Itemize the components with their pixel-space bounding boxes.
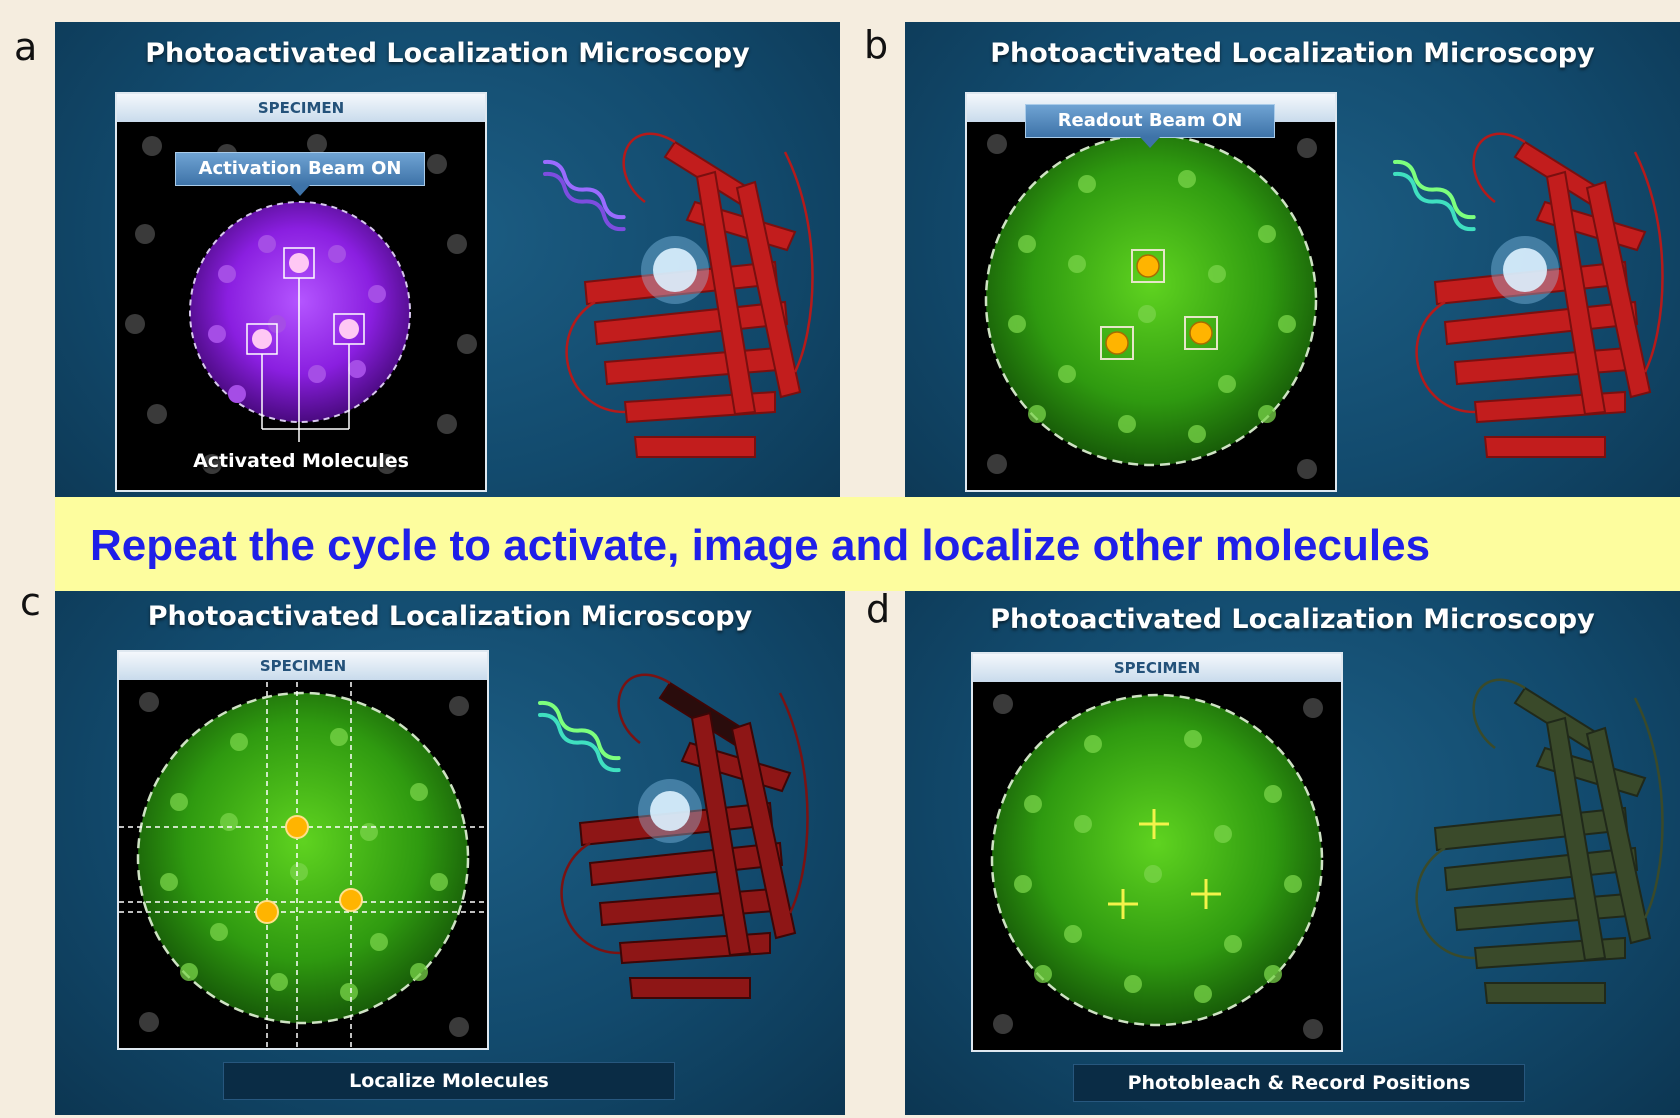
specimen-window: SPECIMEN: [115, 92, 487, 492]
protein-structure: [543, 132, 814, 458]
panel-title: Photoactivated Localization Microscopy: [990, 38, 1595, 69]
specimen-header: SPECIMEN: [119, 652, 487, 680]
specimen-field: Activation Beam ON Activated Molecules: [117, 124, 485, 490]
activation-beam-spot: [190, 202, 410, 422]
activated-molecules-label: Activated Molecules: [193, 450, 409, 472]
panel-b: Photoactivated Localization Microscopy: [905, 22, 1680, 552]
specimen-window: SPECIMEN: [117, 650, 489, 1050]
panel-title: Photoactivated Localization Microscopy: [990, 604, 1595, 635]
banner-text: Repeat the cycle to activate, image and …: [90, 521, 1431, 570]
activated-molecule-markers: [246, 247, 365, 442]
panel-letter-c: c: [20, 580, 41, 624]
specimen-header: SPECIMEN: [973, 654, 1341, 682]
specimen-window: SPECIMEN: [971, 652, 1343, 1052]
panel-letter-d: d: [866, 587, 891, 631]
recorded-position-markers: [1108, 809, 1221, 919]
panel-c: Photoactivated Localization Microscopy S…: [55, 585, 845, 1115]
specimen-field: [973, 684, 1341, 1050]
inactive-molecules: [125, 134, 477, 474]
specimen-window: Readout Beam ON: [965, 92, 1337, 492]
localize-caption: Localize Molecules: [223, 1062, 675, 1100]
specimen-field: [119, 682, 487, 1048]
panel-d: Photoactivated Localization Microscopy S…: [905, 588, 1680, 1115]
panel-letter-b: b: [864, 23, 889, 67]
photobleach-caption: Photobleach & Record Positions: [1073, 1064, 1525, 1102]
panel-a: Photoactivated Localization Microscopy S…: [55, 22, 840, 552]
protein-structure-faded: [1415, 678, 1664, 1004]
protein-structure: [538, 673, 809, 999]
panel-letter-a: a: [14, 25, 38, 69]
panel-title: Photoactivated Localization Microscopy: [145, 38, 750, 69]
activation-beam-callout: Activation Beam ON: [175, 152, 425, 196]
protein-structure: [1393, 132, 1664, 458]
specimen-header: SPECIMEN: [117, 94, 485, 122]
specimen-field: [967, 124, 1335, 490]
molecule-markers: [1100, 249, 1218, 360]
repeat-cycle-banner: Repeat the cycle to activate, image and …: [55, 497, 1680, 591]
panel-title: Photoactivated Localization Microscopy: [147, 601, 753, 632]
readout-beam-callout: Readout Beam ON: [1025, 104, 1275, 148]
